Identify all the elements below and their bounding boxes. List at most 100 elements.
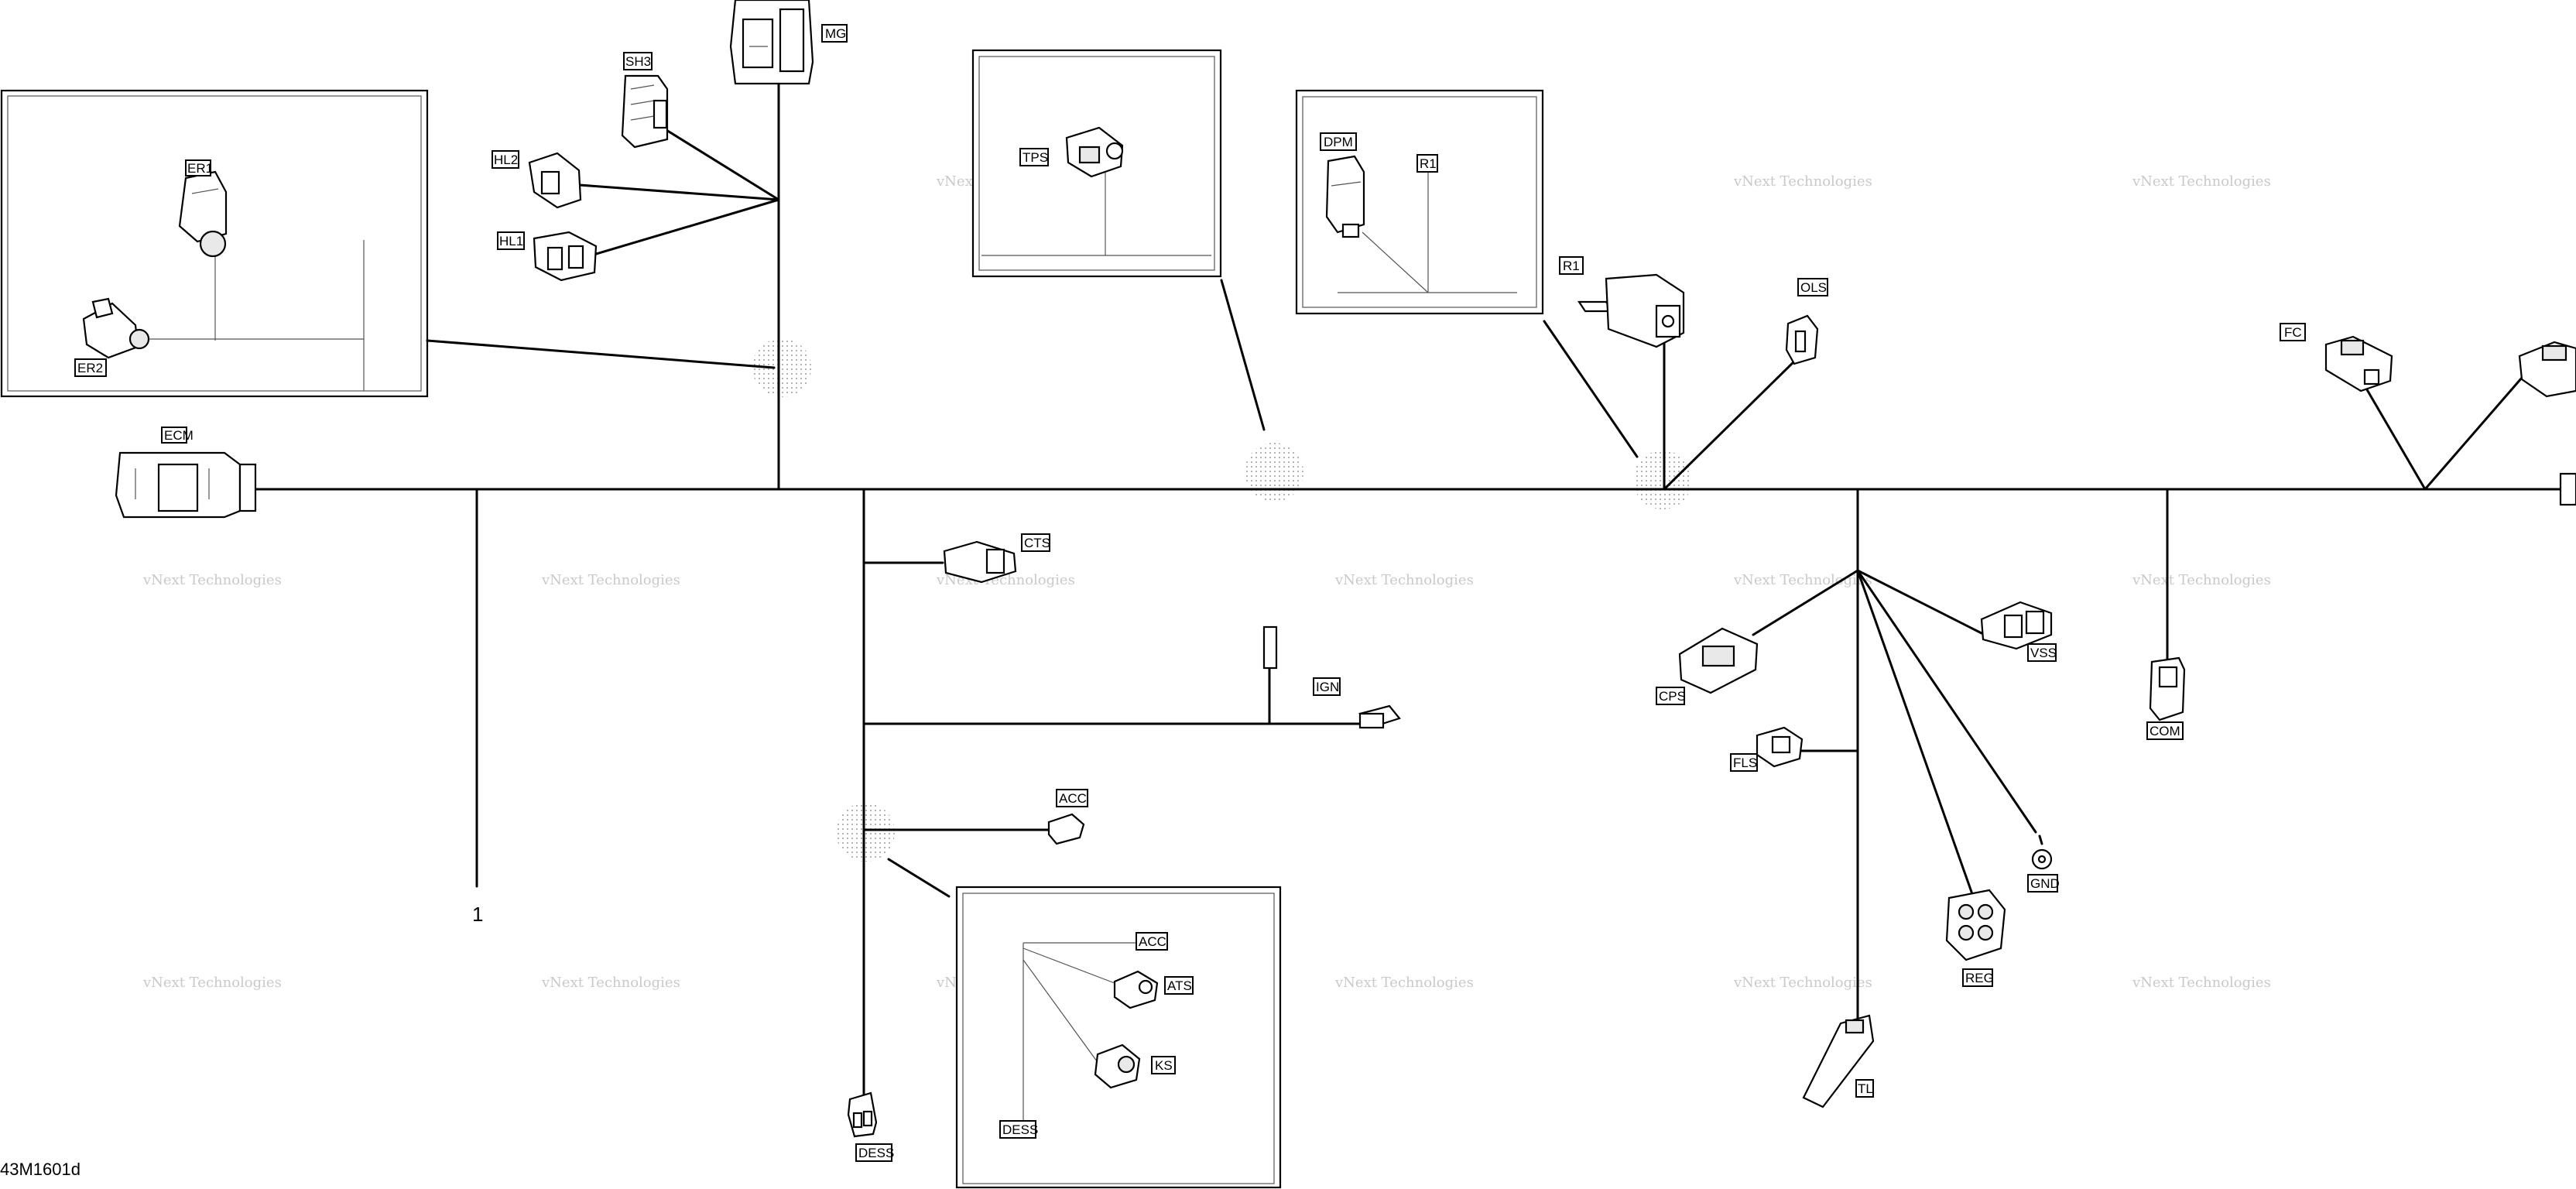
label-ols: OLS [1797,278,1828,296]
junction-circles [752,338,1692,862]
label-gnd: GND [2027,874,2060,893]
svg-text:ER1: ER1 [187,161,213,176]
watermark-layer: vNext Technologies vNext Technologies vN… [142,173,2271,991]
label-fc: FC [2280,323,2306,341]
trunk-end-connector [2559,472,2576,506]
watermark: vNext Technologies [1733,975,1872,991]
label-ecm: ECM [161,427,194,444]
label-hl1: HL1 [497,231,525,250]
watermark: vNext Technologies [2132,975,2271,991]
svg-text:TPS: TPS [1023,150,1048,165]
watermark: vNext Technologies [541,975,680,991]
svg-text:MG: MG [825,26,846,41]
svg-text:ACC: ACC [1059,791,1087,806]
label-com: COM [2146,721,2184,740]
connector-labels: ECM ER1 ER2 SH3 HL2 HL1 MG TPS DPM R1 R1… [74,24,2306,1162]
inset-boxes [0,49,1544,1189]
acc-connector [1047,813,1085,845]
svg-text:OLS: OLS [1800,280,1827,295]
label-vss: VSS [2027,643,2057,662]
connector-drawings [82,0,2576,1138]
ols-connector [1785,314,1819,365]
er1-connector [178,170,228,258]
junction-circle [1633,451,1692,509]
sh3-connector [621,74,669,149]
junction-circle [1245,443,1303,502]
label-acc: ACC [1056,789,1088,807]
label-mg: MG [821,24,848,43]
svg-text:ECM: ECM [164,428,194,443]
svg-text:HL2: HL2 [494,152,518,167]
gnd-ring-terminal [2031,834,2053,870]
right-edge-connector [2518,341,2576,398]
svg-text:TL: TL [1858,1081,1873,1096]
svg-text:FLS: FLS [1733,756,1757,770]
label-ign: IGN [1313,677,1341,696]
label-ks: KS [1151,1056,1176,1074]
hl2-connector [528,152,582,209]
watermark: vNext Technologies [2132,572,2271,588]
label-tl: TL [1855,1079,1874,1098]
label-dess: DESS [855,1143,894,1162]
mg-connector [729,0,814,85]
label-er1: ER1 [185,159,213,176]
label-cps: CPS [1656,687,1686,705]
label-acc-inset: ACC [1136,932,1168,951]
com-connector [2149,656,2186,721]
svg-text:CPS: CPS [1659,689,1686,704]
watermark: vNext Technologies [1733,173,1872,190]
svg-text:DESS: DESS [858,1146,894,1160]
r1-relay-connector [1577,273,1685,348]
watermark: vNext Technologies [541,572,680,588]
svg-text:GND: GND [2030,876,2060,891]
watermark: vNext Technologies [1334,975,1474,991]
inset-box-dess [955,886,1282,1189]
ecm-connector [115,451,257,519]
ats-connector [1113,970,1159,1009]
label-dpm: DPM [1320,132,1357,151]
hl1-connector [533,231,598,282]
label-reg: REG [1962,968,1994,987]
svg-text:KS: KS [1155,1058,1173,1073]
watermark: vNext Technologies [142,572,282,588]
svg-text:DESS: DESS [1002,1122,1038,1137]
tl-connector [1802,1014,1875,1108]
cps-connector [1678,627,1759,694]
svg-text:HL1: HL1 [499,234,523,248]
svg-text:COM: COM [2150,724,2180,738]
tps-connector [1065,126,1124,178]
ks-connector [1094,1043,1141,1089]
label-er2: ER2 [74,358,107,377]
junction-circle [836,803,895,862]
svg-text:ATS: ATS [1167,978,1192,993]
fc-connector [2324,335,2393,392]
label-fls: FLS [1730,753,1758,772]
label-hl2: HL2 [492,150,519,169]
label-cts: CTS [1021,533,1050,552]
svg-text:IGN: IGN [1316,680,1339,694]
label-sh3: SH3 [623,52,653,70]
junction-circle [752,338,811,397]
fls-connector [1756,726,1804,768]
cts-connector [943,540,1017,584]
svg-text:DPM: DPM [1324,135,1353,149]
label-ats: ATS [1164,976,1194,995]
inset-leaders [139,163,1517,1126]
dess-connector [847,1091,878,1138]
svg-text:VSS: VSS [2030,646,2057,660]
svg-text:R1: R1 [1563,259,1580,273]
svg-text:SH3: SH3 [625,54,651,69]
svg-text:CTS: CTS [1024,536,1050,550]
label-r1: R1 [1559,256,1584,275]
diagram-id: 43M1601d [0,1160,80,1179]
reg-connector [1945,889,2006,961]
svg-text:FC: FC [2284,325,2302,340]
svg-text:ER2: ER2 [77,361,103,375]
label-r1-inset: R1 [1416,154,1438,173]
svg-text:ACC: ACC [1139,934,1166,949]
label-dess-inset: DESS [999,1120,1038,1139]
watermark: vNext Technologies [1334,572,1474,588]
label-tps: TPS [1019,148,1049,166]
ign-connector [1262,625,1401,729]
